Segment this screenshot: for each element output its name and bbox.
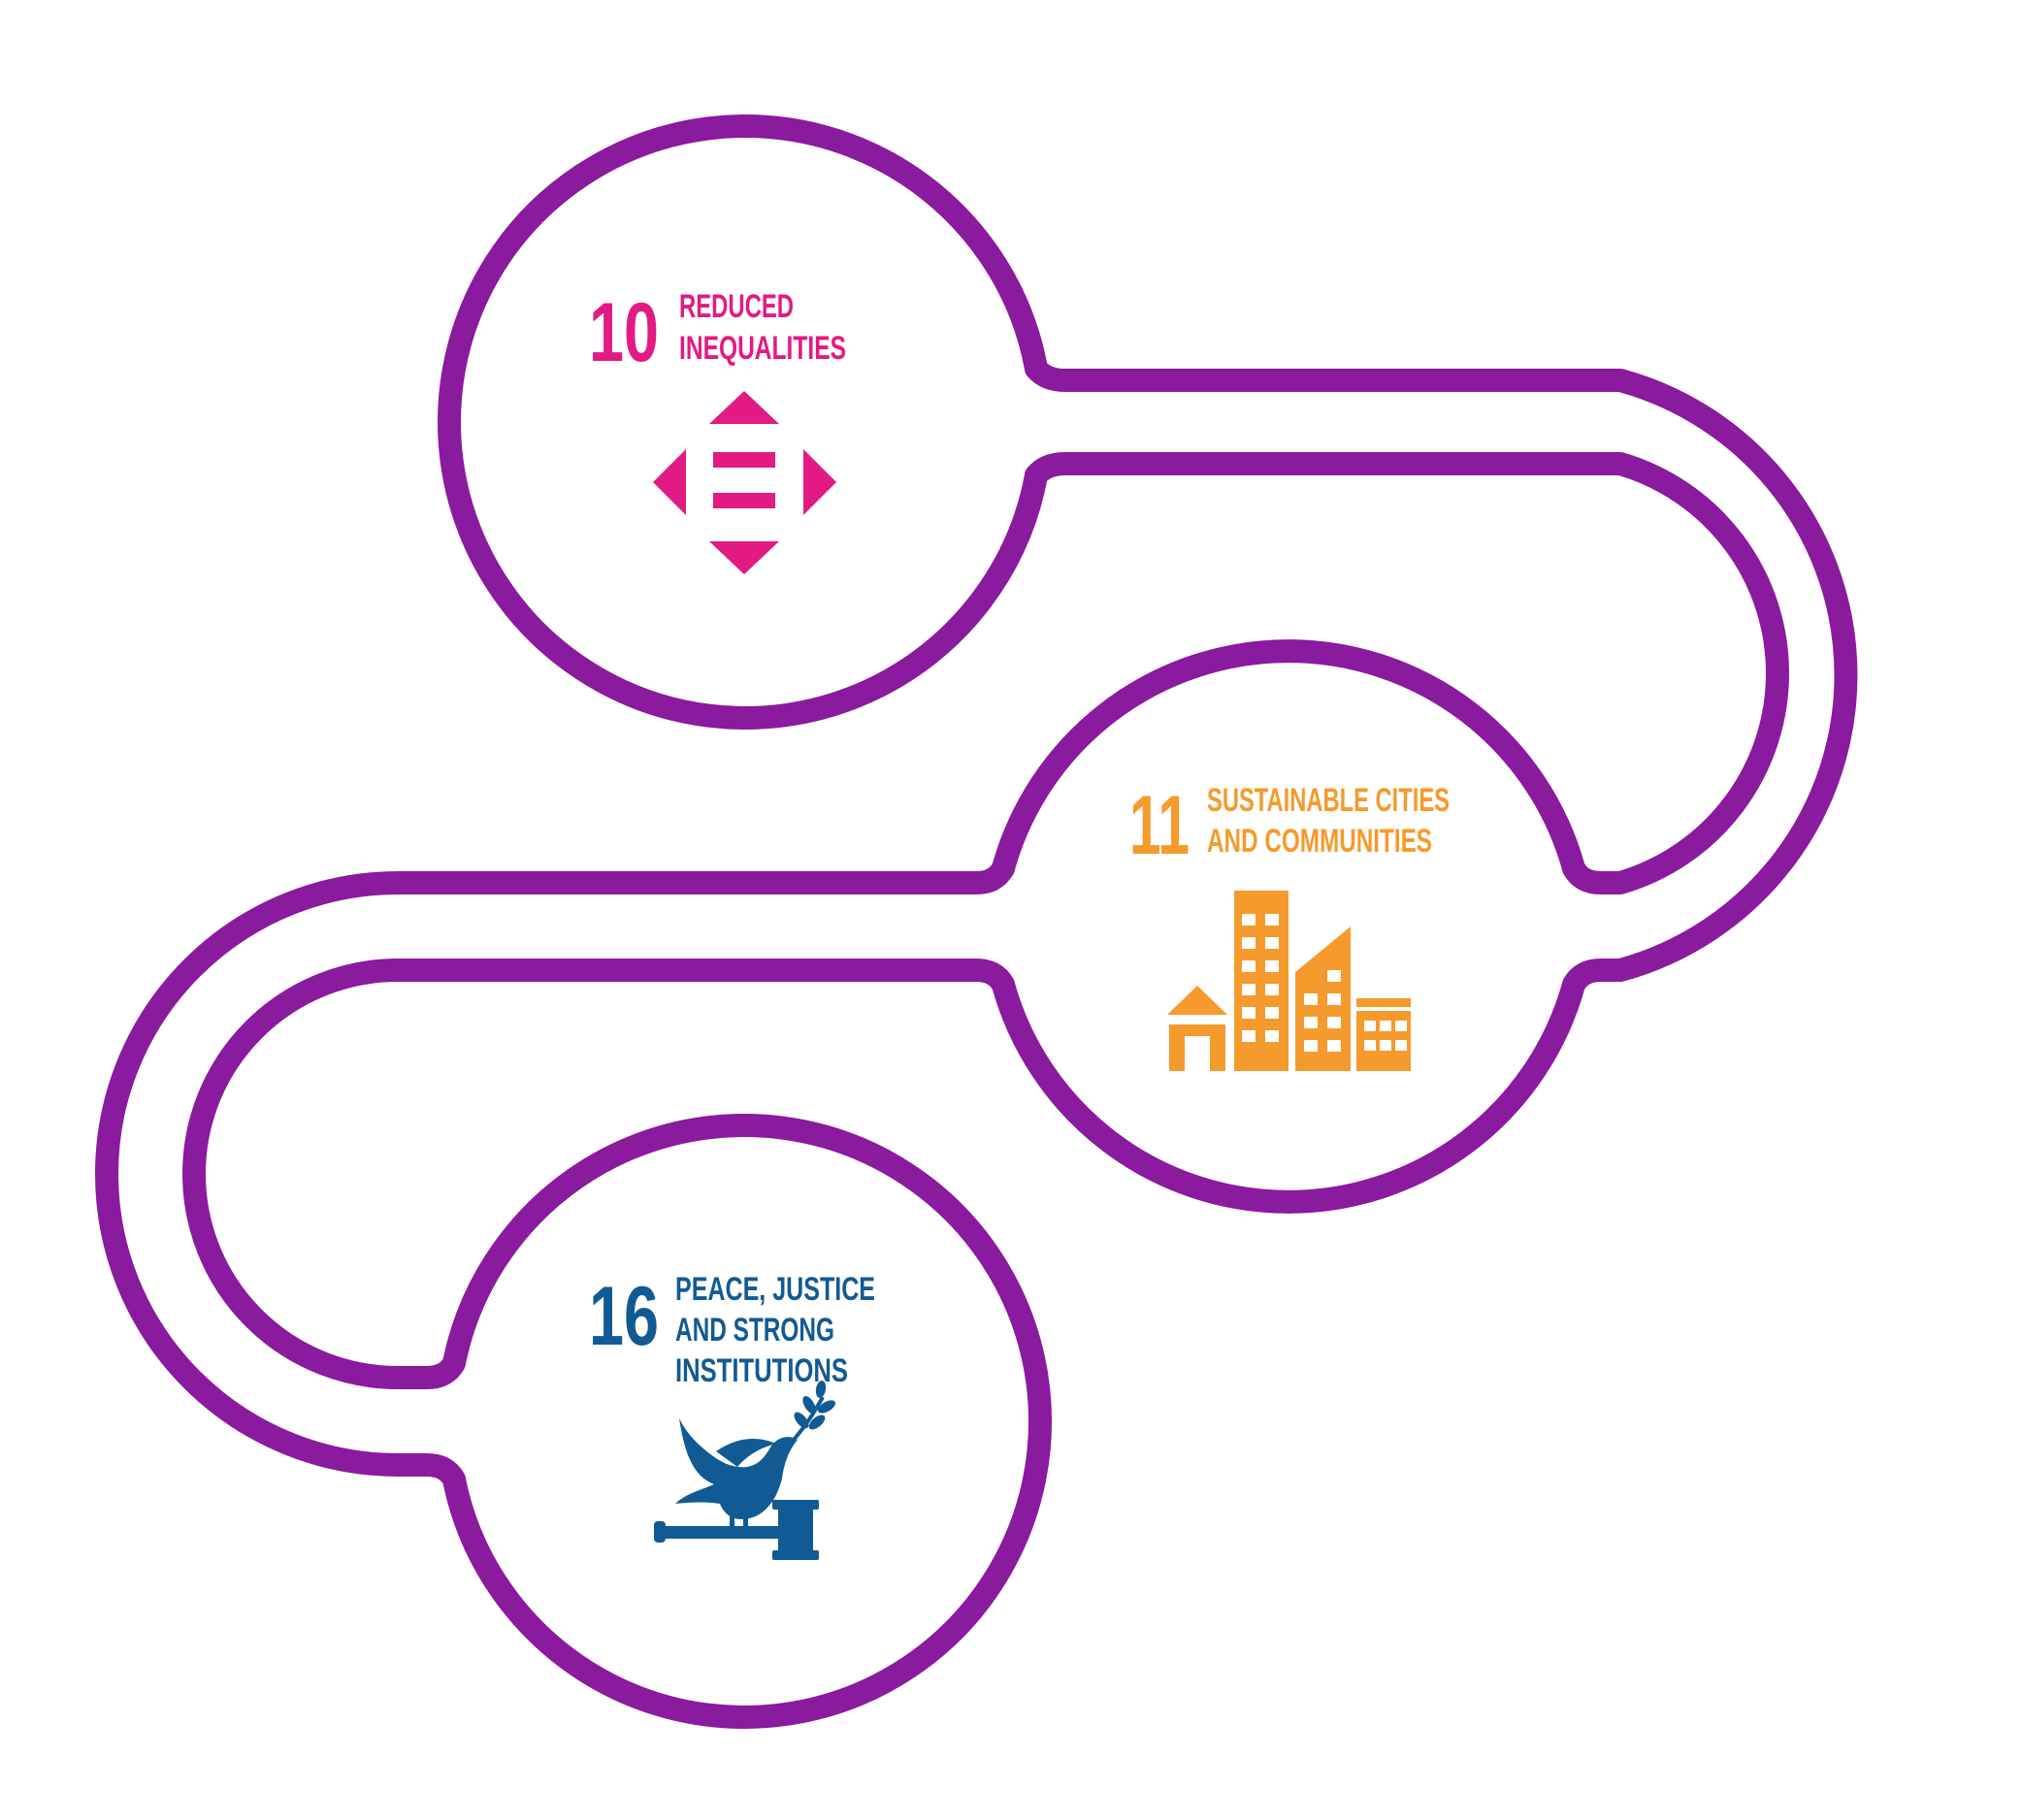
rail-top-outer xyxy=(1025,357,1858,996)
circle-goal-11-outline-bottom xyxy=(992,973,1585,1214)
goal-16-number: 16 xyxy=(589,1270,659,1363)
goal-16-title-line-1: PEACE, JUSTICE xyxy=(675,1271,875,1308)
reduced-inequalities-icon xyxy=(653,391,836,574)
goal-10-card: 10 REDUCED INEQUALITIES xyxy=(589,286,846,574)
winding-path xyxy=(95,114,1858,1729)
rail-top-inner xyxy=(1025,452,1789,894)
goal-10-title-line-1: REDUCED xyxy=(679,288,794,325)
goal-10-number: 10 xyxy=(589,286,659,379)
goal-11-title-line-2: AND COMMUNITIES xyxy=(1207,823,1432,860)
goal-11-number: 11 xyxy=(1129,779,1190,872)
circle-goal-11-outline-top xyxy=(992,639,1585,880)
rail-bottom-inner xyxy=(182,959,1015,1389)
goal-10-title-line-2: INEQUALITIES xyxy=(679,330,846,367)
goal-11-title-line-1: SUSTAINABLE CITIES xyxy=(1207,782,1450,819)
circle-goal-16-outline xyxy=(442,1114,1053,1729)
peace-justice-icon xyxy=(654,1381,836,1560)
circle-goal-10-outline xyxy=(438,114,1048,730)
goal-16-card: 16 PEACE, JUSTICE AND STRONG INSTITUTION… xyxy=(589,1270,875,1560)
rail-bottom-outer xyxy=(95,857,1015,1491)
sustainable-cities-icon-windows xyxy=(1185,914,1411,1071)
goal-11-card: 11 SUSTAINABLE CITIES AND COMMUNITIES xyxy=(1129,779,1450,1071)
goal-16-title-line-2: AND STRONG xyxy=(675,1312,834,1349)
